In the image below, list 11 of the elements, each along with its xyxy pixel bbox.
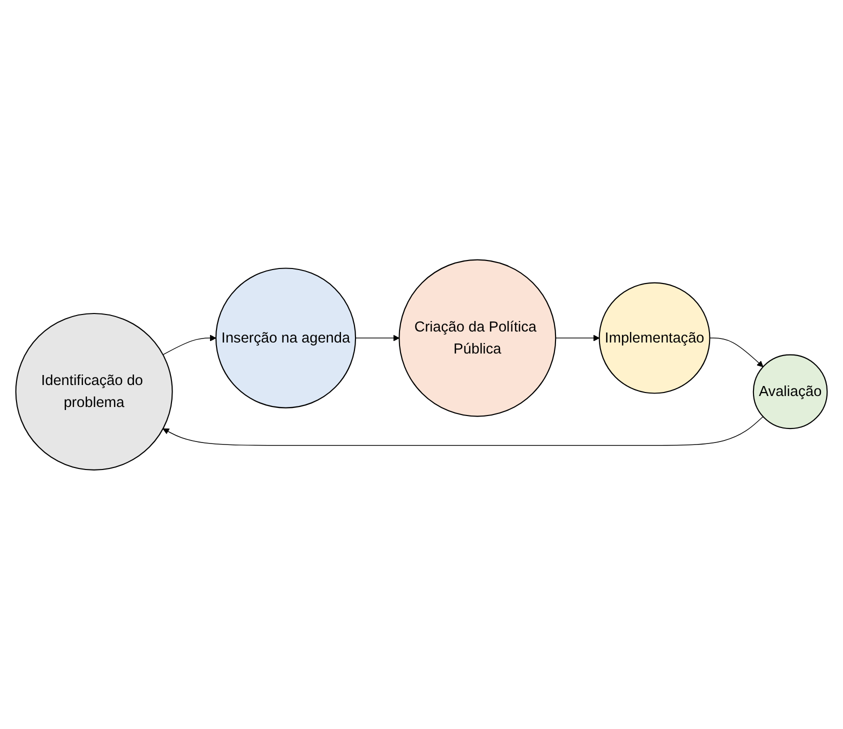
- node-circle: [215, 267, 356, 408]
- arrow: [355, 334, 400, 341]
- cycle-diagram: Identificação do problema Inserção na agenda Criação da Política Pública Implementação Avaliação: [10, 254, 833, 476]
- arrow: [162, 334, 216, 355]
- arrow: [162, 416, 764, 446]
- node-circle: [598, 282, 710, 394]
- node-circle: [398, 258, 556, 416]
- node-circle: [752, 354, 828, 429]
- arrow: [555, 334, 600, 341]
- node-circle: [15, 312, 173, 470]
- arrow: [709, 337, 764, 367]
